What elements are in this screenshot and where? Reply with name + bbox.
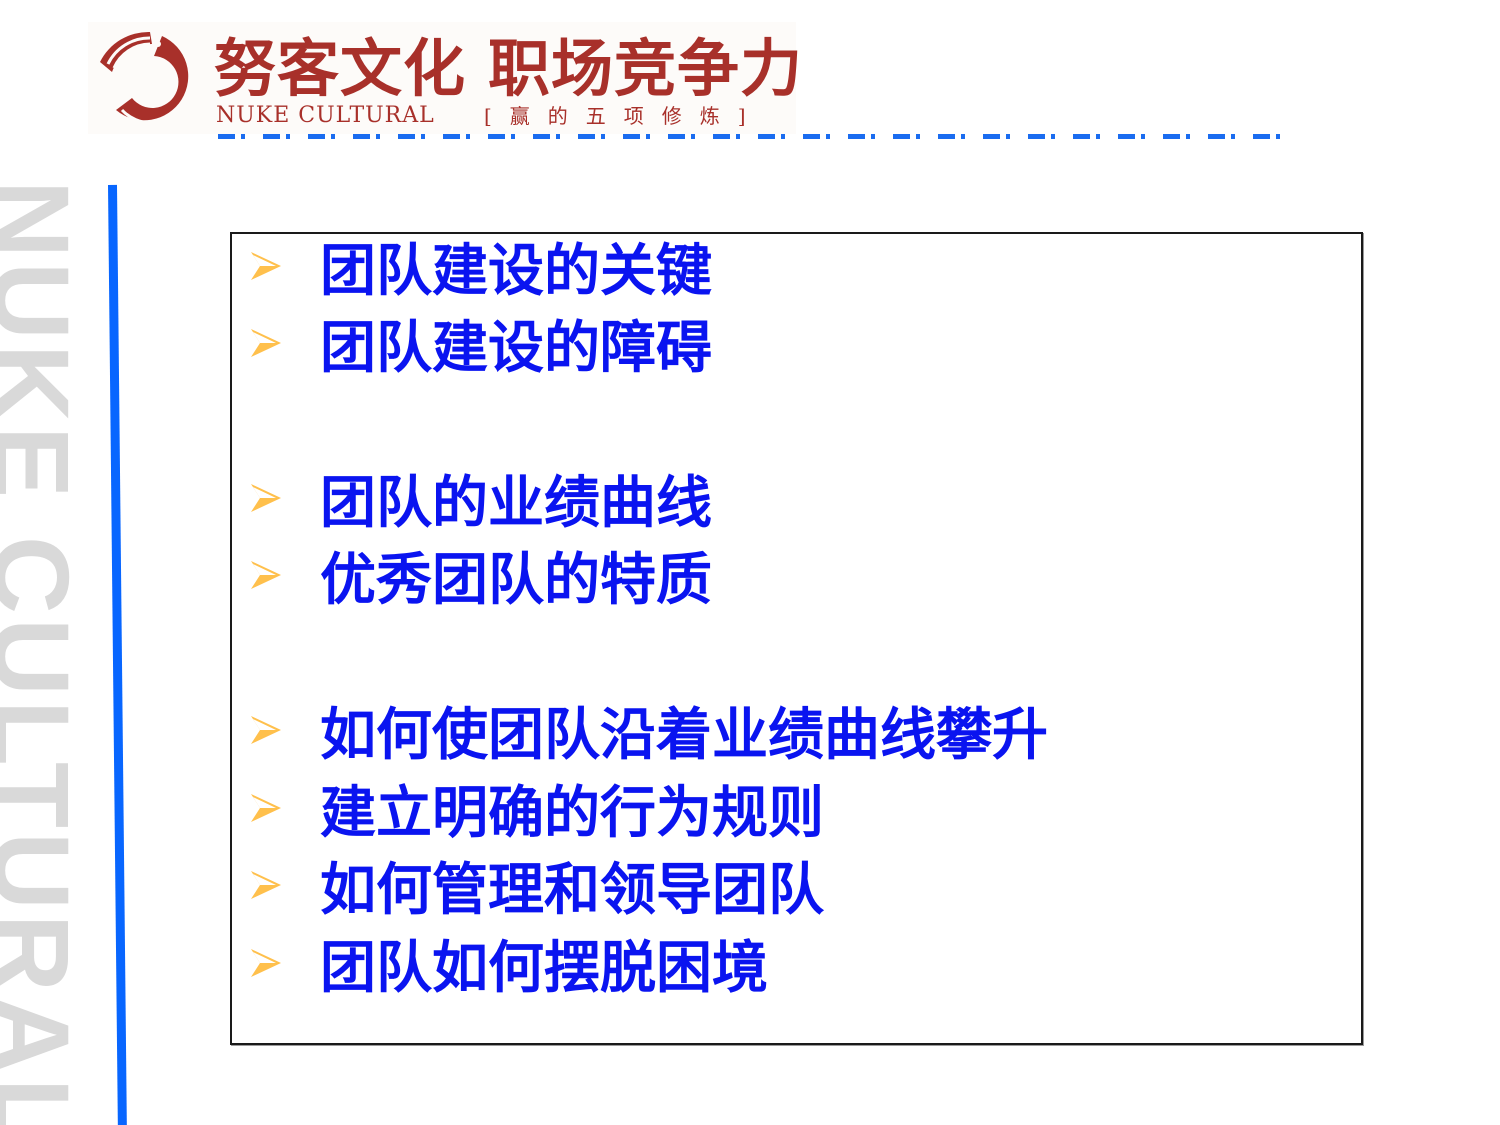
nuke-logo-icon	[100, 31, 189, 125]
arrow-bullet-icon	[251, 252, 281, 280]
accent-bar	[108, 184, 127, 1125]
brand-name-cn: 努客文化	[214, 32, 467, 105]
list-item: 团队建设的障碍	[248, 314, 712, 384]
list-item: 团队的业绩曲线	[248, 469, 712, 539]
arrow-bullet-icon	[251, 949, 281, 977]
arrow-bullet-icon	[251, 484, 281, 512]
brand-name-en: NUKE CULTURAL	[216, 103, 435, 128]
agenda-box: 团队建设的关键 团队建设的障碍 团队的业绩曲线 优秀团队的特质 如何使团队沿着业…	[230, 232, 1363, 1045]
list-item: 建立明确的行为规则	[248, 779, 824, 849]
list-item-label: 优秀团队的特质	[320, 548, 712, 613]
brand-tagline: [赢的五项修炼]	[484, 104, 764, 128]
header-banner: 努客文化职场竞争力 NUKE CULTURAL [赢的五项修炼]	[88, 22, 802, 134]
list-item: 团队建设的关键	[248, 237, 712, 307]
arrow-bullet-icon	[251, 871, 281, 899]
brand-slogan-cn: 职场竞争力	[488, 32, 804, 105]
arrow-bullet-icon	[251, 561, 281, 589]
list-item: 优秀团队的特质	[248, 546, 712, 616]
list-item-label: 团队如何摆脱困境	[320, 936, 768, 1001]
arrow-bullet-icon	[251, 329, 281, 357]
header-divider	[218, 134, 1298, 139]
arrow-bullet-icon	[251, 794, 281, 822]
list-item-label: 如何管理和领导团队	[320, 858, 824, 923]
list-item-label: 团队的业绩曲线	[320, 471, 712, 536]
arrow-bullet-icon	[251, 716, 281, 744]
list-item-label: 团队建设的障碍	[320, 316, 712, 381]
list-item-label: 建立明确的行为规则	[320, 781, 824, 846]
list-item-label: 如何使团队沿着业绩曲线攀升	[320, 703, 1048, 768]
list-item: 如何管理和领导团队	[248, 856, 824, 926]
list-item: 如何使团队沿着业绩曲线攀升	[248, 701, 1048, 771]
brand-title: 努客文化职场竞争力	[214, 34, 803, 104]
list-item-label: 团队建设的关键	[320, 239, 712, 304]
list-item: 团队如何摆脱困境	[248, 934, 768, 1004]
watermark-text: NUKE CULTURAL	[0, 180, 78, 1125]
side-watermark: NUKE CULTURAL	[0, 180, 78, 1125]
